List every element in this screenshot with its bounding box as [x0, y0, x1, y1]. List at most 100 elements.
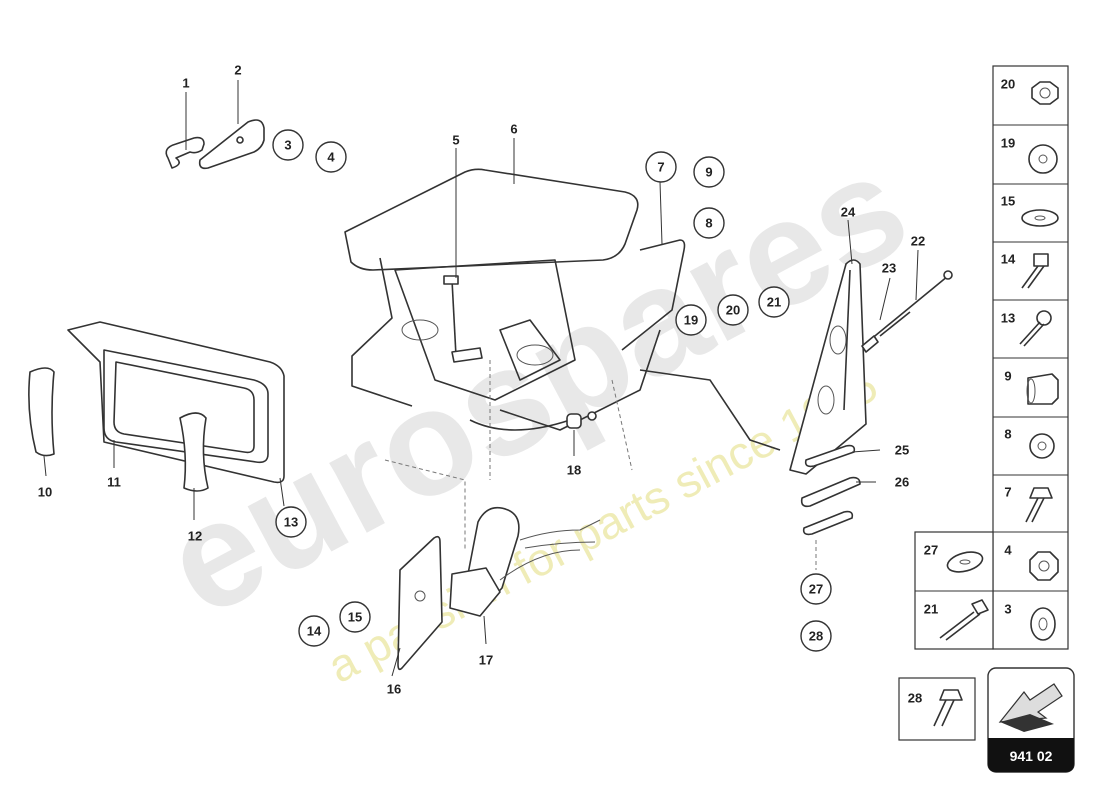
legend-box-28: 28 — [898, 677, 976, 741]
legend-row-13: 13 — [1001, 310, 1052, 347]
hex-nut-icon — [1031, 81, 1059, 105]
callout-17: 17 — [479, 653, 493, 668]
svg-text:28: 28 — [809, 629, 823, 644]
svg-text:8: 8 — [705, 216, 712, 231]
circled-callouts: 3 4 7 9 8 19 20 21 13 14 15 27 28 — [272, 129, 832, 652]
part-gaskets — [800, 444, 861, 536]
svg-text:8: 8 — [1004, 427, 1011, 442]
callout-25: 25 — [895, 443, 909, 458]
svg-text:9: 9 — [1004, 369, 1011, 384]
flat-washer-icon — [1028, 144, 1058, 174]
callout-1: 1 — [182, 76, 189, 91]
callout-20: 20 — [717, 294, 749, 326]
legend-row-7: 7 — [1004, 485, 1053, 523]
callout-14: 14 — [298, 615, 330, 647]
callout-27: 27 — [800, 573, 832, 605]
assembly-lines — [384, 360, 817, 570]
callout-22: 22 — [911, 234, 925, 249]
callout-15: 15 — [339, 601, 371, 633]
callout-12: 12 — [188, 529, 202, 544]
svg-text:19: 19 — [684, 313, 698, 328]
svg-text:13: 13 — [284, 515, 298, 530]
callout-21: 21 — [758, 286, 790, 318]
svg-text:27: 27 — [924, 543, 938, 558]
svg-text:4: 4 — [1004, 543, 1012, 558]
legend-row-9: 9 — [1004, 369, 1059, 405]
part-support-arm — [639, 259, 867, 475]
flange-bolt-icon — [933, 689, 963, 727]
svg-text:4: 4 — [327, 150, 335, 165]
legend-row-8: 8 — [1004, 427, 1055, 459]
part-frame — [67, 321, 285, 484]
part-strip-left — [28, 367, 55, 457]
callout-7: 7 — [645, 151, 677, 183]
part-strip-right — [179, 412, 209, 492]
fastener-legend: 20 19 15 14 13 9 8 7 4 3 27 21 — [914, 65, 1069, 650]
oval-washer-icon — [1021, 209, 1059, 227]
svg-text:15: 15 — [348, 610, 362, 625]
part-bracket — [198, 119, 265, 170]
washer-icon — [1029, 433, 1055, 459]
part-tray — [344, 168, 686, 431]
callout-18: 18 — [567, 463, 581, 478]
callout-10: 10 — [38, 485, 52, 500]
callout-2: 2 — [234, 63, 241, 78]
part-rod — [443, 275, 483, 363]
svg-text:3: 3 — [1004, 602, 1011, 617]
svg-text:20: 20 — [1001, 77, 1015, 92]
callout-11: 11 — [107, 475, 121, 490]
callout-13: 13 — [275, 506, 307, 538]
screw-icon — [1019, 310, 1052, 347]
part-mount-plate — [397, 535, 443, 671]
svg-text:19: 19 — [1001, 136, 1015, 151]
legend-row-3: 3 — [1004, 602, 1056, 641]
part-clip — [165, 136, 205, 169]
callout-6: 6 — [510, 122, 517, 137]
hex-bolt-icon — [1021, 253, 1049, 289]
callout-8: 8 — [693, 207, 725, 239]
callout-labels: 1 2 5 6 10 11 12 16 17 18 22 23 24 25 26 — [38, 63, 925, 697]
callout-3: 3 — [272, 129, 304, 161]
callout-28: 28 — [800, 620, 832, 652]
svg-text:14: 14 — [307, 624, 322, 639]
svg-text:7: 7 — [1004, 485, 1011, 500]
nut-icon — [1029, 551, 1059, 581]
legend-28-label: 28 — [908, 691, 922, 706]
svg-text:13: 13 — [1001, 311, 1015, 326]
oval-washer-icon — [946, 551, 984, 573]
sleeve-nut-icon — [1026, 373, 1059, 405]
callout-23: 23 — [882, 261, 896, 276]
svg-text:21: 21 — [924, 602, 938, 617]
part-bolts — [861, 270, 953, 353]
svg-text:9: 9 — [705, 165, 712, 180]
washer-icon — [1030, 607, 1056, 641]
callout-19: 19 — [675, 304, 707, 336]
legend-row-27: 27 — [924, 543, 984, 573]
arrow-icon — [998, 683, 1063, 732]
flange-bolt-icon — [1025, 487, 1053, 523]
legend-row-4: 4 — [1004, 543, 1059, 581]
callout-26: 26 — [895, 475, 909, 490]
callout-9: 9 — [693, 156, 725, 188]
legend-row-14: 14 — [1001, 252, 1049, 289]
part-grommet — [566, 411, 597, 429]
svg-text:27: 27 — [809, 582, 823, 597]
leader-lines — [43, 80, 919, 677]
svg-text:7: 7 — [657, 160, 664, 175]
callout-4: 4 — [315, 141, 347, 173]
legend-row-21: 21 — [924, 599, 989, 641]
callout-24: 24 — [841, 205, 856, 220]
diagram-code: 941 02 — [1010, 748, 1053, 764]
part-motor — [449, 506, 601, 617]
legend-row-20: 20 — [1001, 77, 1059, 105]
diagram-code-badge: 941 02 — [987, 667, 1075, 773]
legend-row-19: 19 — [1001, 136, 1058, 174]
svg-text:3: 3 — [284, 138, 291, 153]
svg-text:20: 20 — [726, 303, 740, 318]
callout-5: 5 — [452, 133, 459, 148]
svg-text:21: 21 — [767, 295, 781, 310]
svg-text:15: 15 — [1001, 194, 1015, 209]
svg-text:14: 14 — [1001, 252, 1016, 267]
